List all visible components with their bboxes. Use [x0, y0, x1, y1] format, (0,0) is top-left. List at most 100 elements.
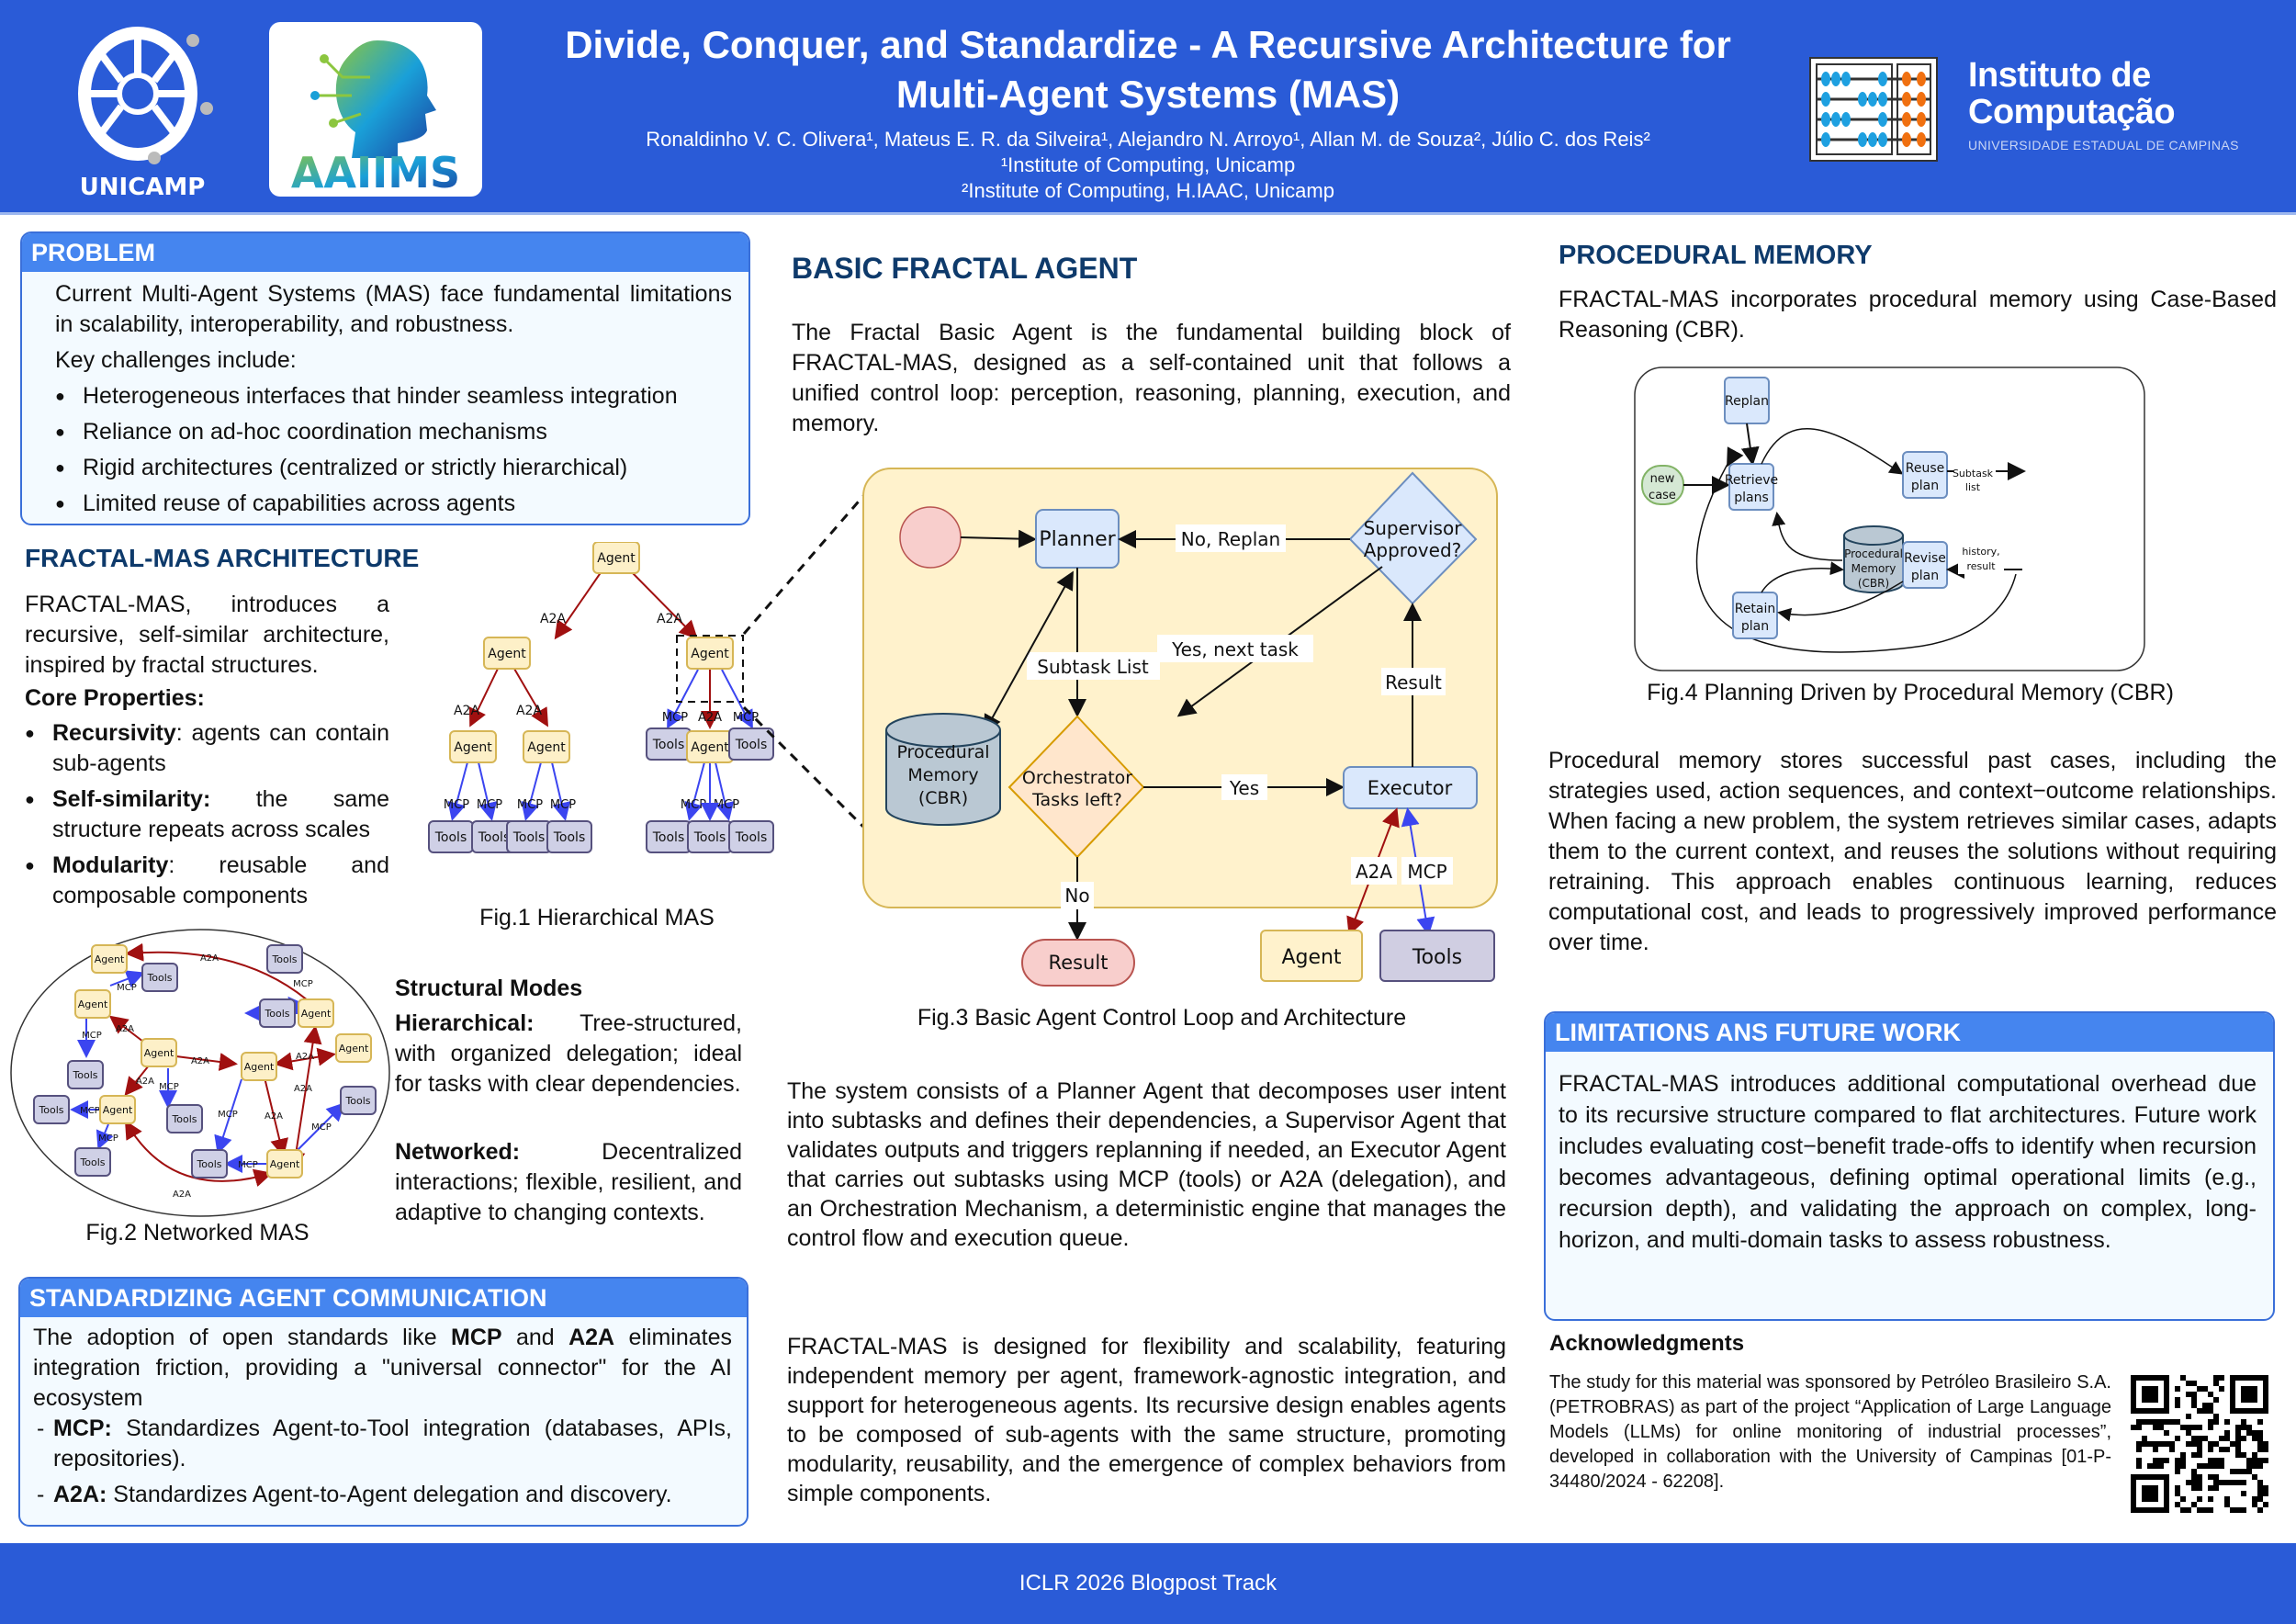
agent-node — [592, 542, 640, 574]
property-desc: the same structure repeats across scales — [52, 786, 389, 842]
tools-node — [141, 963, 178, 992]
qr-finder — [2142, 1386, 2158, 1403]
qr-module — [2224, 1419, 2230, 1425]
supervisor-label: Supervisor — [1364, 517, 1463, 539]
mcp-edge — [296, 1102, 345, 1152]
a2a-edge — [108, 1015, 144, 1043]
qr-module — [2263, 1447, 2268, 1452]
qr-module — [2263, 1502, 2268, 1507]
qr-module — [2175, 1458, 2180, 1463]
qr-module — [2191, 1397, 2197, 1403]
qr-module — [2241, 1491, 2246, 1496]
no-label: No — [1064, 885, 1089, 907]
architecture-intro: FRACTAL-MAS, introduces a recursive, sel… — [25, 592, 389, 678]
intro-text: and — [501, 1325, 569, 1350]
qr-module — [2224, 1447, 2230, 1452]
agent-node-label: Agent — [454, 740, 492, 755]
agent-node-label: Agent — [103, 1104, 133, 1116]
tools-node — [166, 1104, 203, 1133]
mcp-edge — [721, 669, 753, 729]
qr-module — [2224, 1480, 2230, 1485]
a2a-edge — [287, 1025, 322, 1170]
orchestrator-label: Tasks left? — [1031, 790, 1122, 810]
label-bg — [1176, 524, 1286, 552]
qr-module — [2235, 1507, 2241, 1513]
qr-module — [2191, 1436, 2197, 1441]
agent-node-label: Agent — [78, 998, 108, 1010]
qr-module — [2208, 1403, 2213, 1408]
qr-module — [2246, 1430, 2252, 1436]
zoom-highlight-box — [676, 635, 744, 703]
poster-title-block: Divide, Conquer, and Standardize - A Rec… — [514, 20, 1782, 204]
retrieve-node-label: plans — [1734, 491, 1769, 505]
tools-node — [728, 820, 774, 853]
qr-module — [2241, 1452, 2246, 1458]
qr-module — [2197, 1485, 2202, 1491]
supervisor-label: Approved? — [1364, 539, 1462, 561]
standard-desc: Standardizes Agent-to-Agent delegation a… — [113, 1482, 672, 1507]
qr-module — [2246, 1425, 2252, 1430]
architecture-heading: FRACTAL-MAS ARCHITECTURE — [25, 544, 420, 572]
history-label: result — [1966, 560, 1996, 572]
qr-module — [2180, 1496, 2186, 1502]
qr-module — [2158, 1419, 2164, 1425]
qr-module — [2202, 1403, 2208, 1408]
basic-agent-heading: BASIC FRACTAL AGENT — [792, 252, 1138, 285]
agent-node — [483, 637, 531, 670]
qr-module — [2197, 1408, 2202, 1414]
memory-label: (CBR) — [918, 788, 968, 808]
qr-module — [2191, 1452, 2197, 1458]
qr-module — [2213, 1397, 2219, 1403]
qr-module — [2257, 1436, 2263, 1441]
unicamp-logo-text: UNICAMP — [80, 174, 206, 201]
qr-module — [2147, 1463, 2153, 1469]
qr-module — [2257, 1447, 2263, 1452]
replan-node-label: Replan — [1725, 394, 1769, 409]
qr-module — [2175, 1469, 2180, 1474]
edge-label: MCP — [98, 1133, 118, 1144]
mcp-edge — [96, 1123, 114, 1150]
replan-loop-edge — [1727, 446, 1744, 468]
qr-module — [2252, 1436, 2257, 1441]
tools-node-label: Tools — [196, 1158, 221, 1170]
edge-label: A2A — [294, 1084, 312, 1094]
poster-header: UNICAMP AAIIMS Divide, Conquer, and Stan… — [0, 0, 2296, 215]
aaiims-logo: AAIIMS — [269, 22, 482, 197]
agent-node-label: Agent — [1281, 946, 1341, 969]
label-bg — [1061, 882, 1094, 909]
edge-label: MCP — [82, 1031, 102, 1041]
qr-module — [2158, 1441, 2164, 1447]
start-node — [899, 506, 962, 569]
qr-module — [2197, 1452, 2202, 1458]
qr-module — [2158, 1425, 2164, 1430]
subtask-label: list — [1965, 481, 1981, 493]
memory-label: Procedural — [896, 742, 989, 762]
qr-module — [2186, 1392, 2191, 1397]
edge-label: MCP — [714, 798, 739, 812]
title-line-1: Divide, Conquer, and Standardize - A Rec… — [565, 23, 1731, 66]
property-self-similarity: Self-similarity: the same structure repe… — [25, 784, 389, 845]
standardizing-box: STANDARDIZING AGENT COMMUNICATION The ad… — [18, 1277, 748, 1527]
qr-module — [2202, 1463, 2208, 1469]
qr-module — [2246, 1458, 2252, 1463]
standardizing-heading: STANDARDIZING AGENT COMMUNICATION — [20, 1279, 747, 1317]
a2a-edge — [125, 942, 316, 1008]
qr-module — [2197, 1463, 2202, 1469]
retain-node — [1732, 592, 1778, 639]
qr-code-icon[interactable] — [2131, 1375, 2268, 1513]
qr-module — [2257, 1480, 2263, 1485]
tools-node — [340, 1086, 377, 1115]
qr-module — [2263, 1441, 2268, 1447]
agent-node — [298, 998, 334, 1028]
agent-node-label: Agent — [527, 740, 566, 755]
intro-a2a: A2A — [568, 1325, 615, 1350]
intro-text: The adoption of open standards like — [33, 1325, 452, 1350]
qr-module — [2235, 1430, 2241, 1436]
qr-module — [2257, 1430, 2263, 1436]
tools-node-label: Tools — [735, 738, 768, 752]
edge-label: MCP — [662, 711, 688, 725]
basic-agent-intro: The Fractal Basic Agent is the fundament… — [792, 320, 1511, 436]
qr-module — [2136, 1447, 2142, 1452]
qr-module — [2158, 1463, 2164, 1469]
